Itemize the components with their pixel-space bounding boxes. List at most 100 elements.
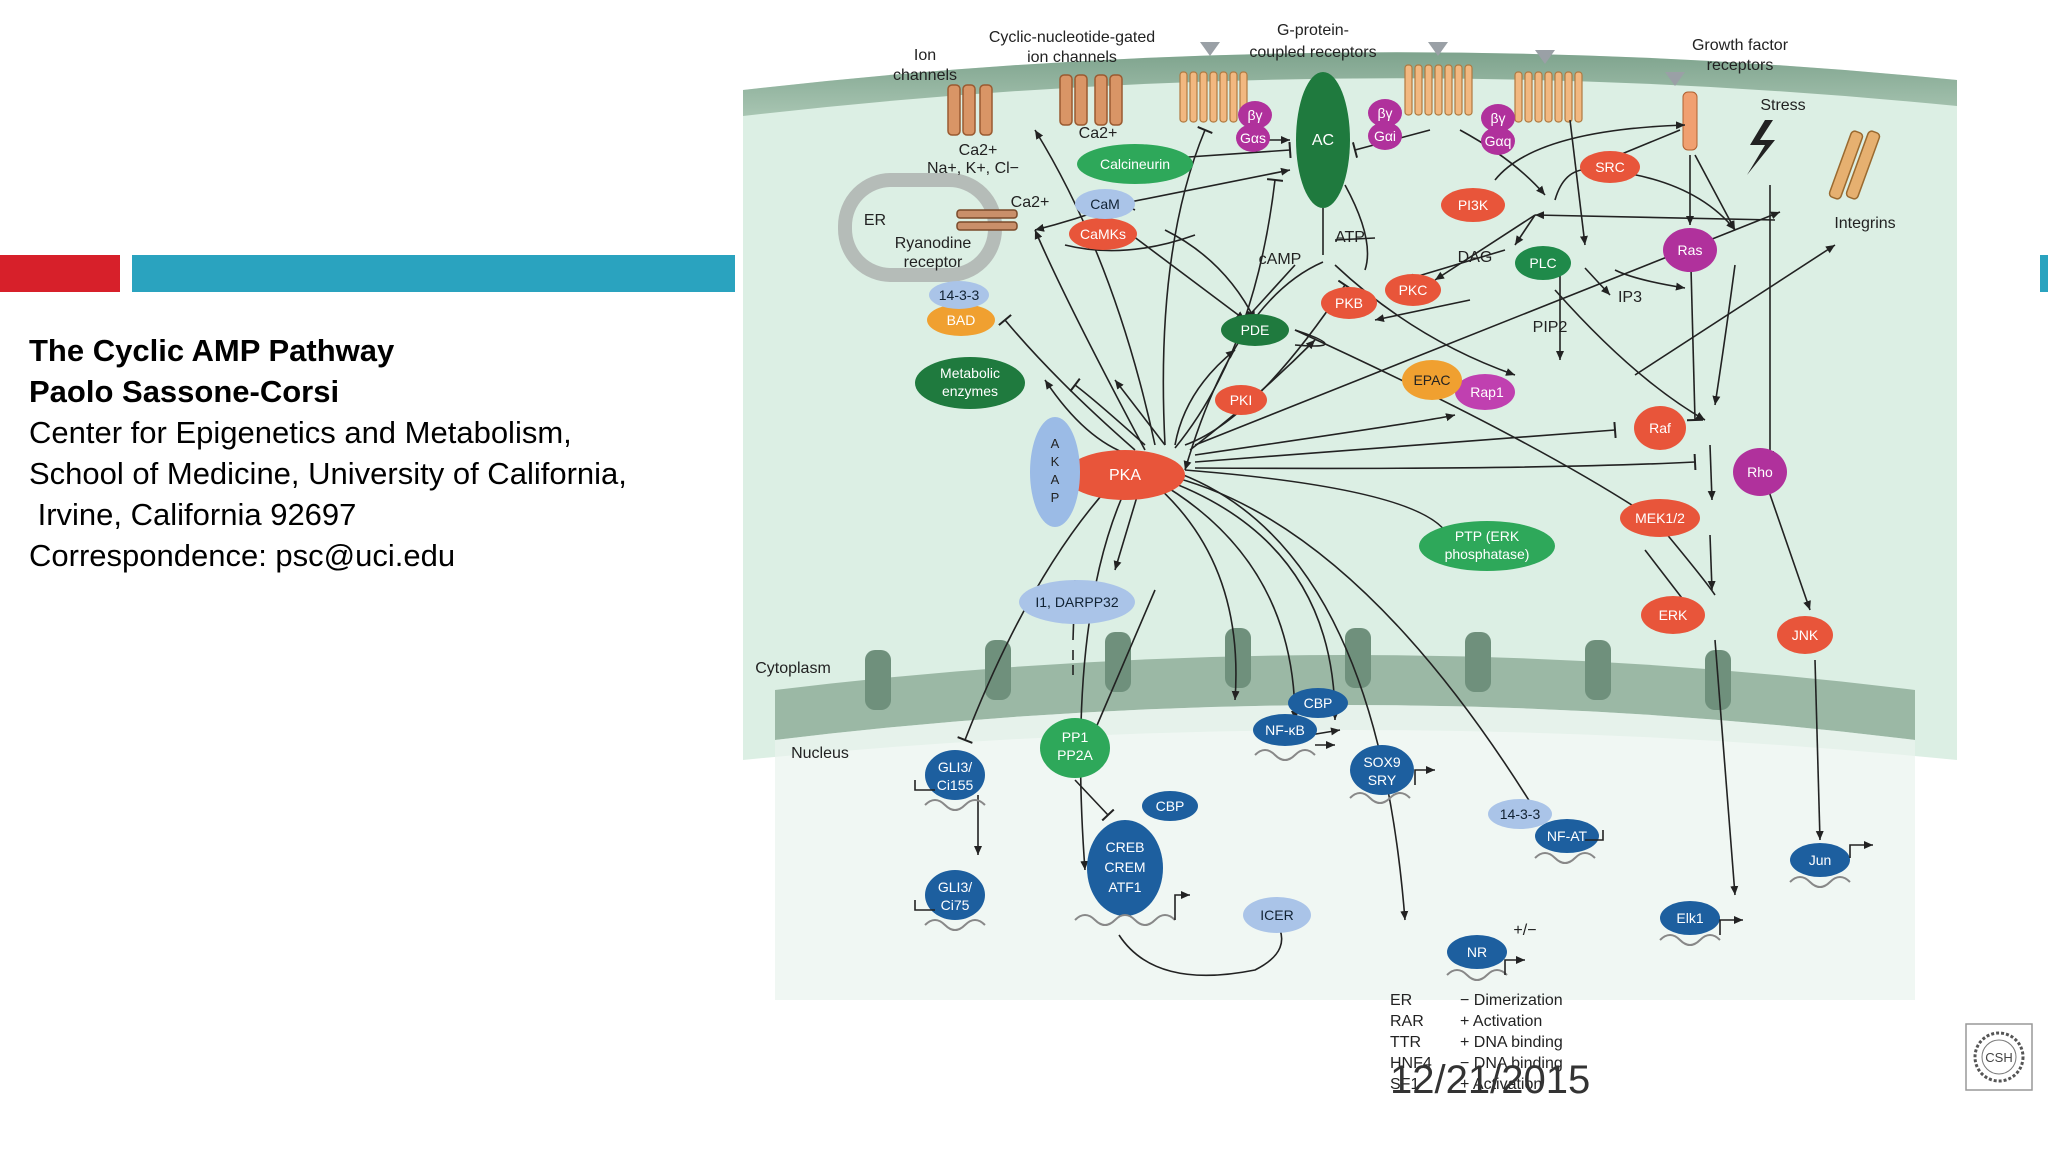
icer-label: ICER	[1260, 907, 1293, 923]
nfkb-label: NF-κB	[1265, 722, 1305, 738]
ga2-node	[1368, 122, 1402, 150]
raf-node	[1634, 406, 1686, 450]
pde-label: PDE	[1241, 322, 1270, 338]
akap-label-1: A	[1051, 436, 1060, 451]
camp-label: cAMP	[1259, 251, 1302, 268]
legend-left-3: TTR	[1390, 1034, 1421, 1051]
plc-label: PLC	[1529, 255, 1556, 271]
cng-label-1: Cyclic-nucleotide-gated	[989, 29, 1155, 46]
gpcr-label-1: G-protein-	[1277, 22, 1349, 39]
pi3k-label: PI3K	[1458, 197, 1489, 213]
pkc-label: PKC	[1399, 282, 1428, 298]
bg2-label: βγ	[1377, 105, 1392, 121]
gpcr-icon-1	[1179, 71, 1248, 123]
bad-label: BAD	[947, 312, 976, 328]
affiliation-line-1: Center for Epigenetics and Metabolism,	[29, 415, 572, 450]
epac-node	[1402, 360, 1462, 400]
integrin-icon	[1828, 130, 1881, 200]
creb-label-3: ATF1	[1108, 879, 1141, 895]
csh-logo-icon: CSH	[1965, 1023, 2033, 1091]
green-node-group	[915, 144, 1571, 778]
ryanodine-receptor-icon	[956, 209, 1018, 231]
stress-label: Stress	[1760, 97, 1805, 114]
sox9-node	[1350, 745, 1414, 795]
bg2-node	[1368, 99, 1402, 127]
ac-node	[1296, 72, 1350, 208]
legend-right-4: − DNA binding	[1460, 1055, 1563, 1072]
camp-pathway-diagram: βγ Gαs AC βγ Gαi βγ Gαq Calcineurin CaM …	[735, 20, 1965, 1120]
correspondence: Correspondence: psc@uci.edu	[29, 538, 456, 573]
akap-label-2: K	[1051, 454, 1060, 469]
pkb-label: PKB	[1335, 295, 1363, 311]
cytoplasm-label: Cytoplasm	[755, 660, 831, 677]
red-node-group	[1065, 151, 1833, 654]
cbp2-node	[1142, 791, 1198, 821]
rap1-label: Rap1	[1470, 384, 1504, 400]
ga3-node	[1481, 127, 1515, 155]
bg1-label: βγ	[1247, 107, 1262, 123]
rho-node	[1733, 448, 1787, 496]
plusminus-label: +/−	[1513, 922, 1536, 939]
mek-label: MEK1/2	[1635, 510, 1685, 526]
erk-node	[1641, 596, 1705, 634]
sox9-label-2: SRY	[1368, 772, 1397, 788]
gpcr-label-2: coupled receptors	[1249, 44, 1376, 61]
cytoplasm-region	[743, 52, 1957, 761]
ligand-triangles	[1200, 42, 1685, 86]
nr-node	[1447, 935, 1507, 969]
author-name: Paolo Sassone-Corsi	[29, 374, 340, 409]
pp1-label-1: PP1	[1062, 729, 1089, 745]
bg3-node	[1481, 104, 1515, 132]
bg1-node	[1238, 101, 1272, 129]
cam-label: CaM	[1090, 196, 1120, 212]
cam-node	[1075, 189, 1135, 219]
legend-right-3: + DNA binding	[1460, 1034, 1563, 1051]
ga1-label: Gαs	[1240, 130, 1266, 146]
affiliation-line-3: Irvine, California 92697	[29, 497, 357, 532]
erk-label: ERK	[1659, 607, 1688, 623]
creb-label-2: CREM	[1104, 859, 1145, 875]
camks-label: CaMKs	[1080, 226, 1126, 242]
nucleus-region	[775, 705, 1915, 1000]
ions-label-2: Na+, K+, Cl−	[927, 160, 1019, 177]
gli75-node	[925, 870, 985, 920]
n1433a-node	[929, 281, 989, 309]
epac-label: EPAC	[1413, 372, 1450, 388]
ca-label-3: Ca2+	[1011, 194, 1050, 211]
pki-node	[1215, 385, 1267, 415]
metabolic-label-2: enzymes	[942, 383, 998, 399]
calcineurin-label: Calcineurin	[1100, 156, 1170, 172]
metabolic-node	[915, 357, 1025, 409]
gene-bent-arrows	[914, 741, 1873, 975]
ga2-label: Gαi	[1374, 128, 1396, 144]
legend-left-1: ER	[1390, 992, 1412, 1009]
pka-node	[1065, 450, 1185, 500]
elk1-node	[1660, 901, 1720, 935]
sox9-label-1: SOX9	[1363, 754, 1401, 770]
red-accent-bar	[0, 255, 120, 292]
ca-label-2: Ca2+	[1079, 125, 1118, 142]
growth-factor-receptor-icon	[1682, 91, 1698, 151]
ions-label-1: Ca2+	[959, 142, 998, 159]
ptp-label-1: PTP (ERK	[1455, 528, 1520, 544]
gpcr-icon-2	[1404, 64, 1473, 116]
rho-label: Rho	[1747, 464, 1773, 480]
purple-node-group	[1236, 99, 1787, 496]
nfkb-node	[1253, 714, 1317, 746]
src-node	[1580, 151, 1640, 183]
nfat-node	[1535, 819, 1599, 853]
lightblue-node-group	[929, 189, 1552, 933]
gpcr-icon-3	[1514, 71, 1583, 123]
slide-info: The Cyclic AMP Pathway Paolo Sassone-Cor…	[29, 330, 729, 576]
nuclear-pores	[865, 628, 1731, 710]
pde-node	[1221, 314, 1289, 346]
ras-label: Ras	[1678, 242, 1703, 258]
legend-left-5: SF1	[1390, 1076, 1419, 1093]
raf-label: Raf	[1649, 420, 1671, 436]
ac-label: AC	[1312, 132, 1334, 149]
cng-channel-icon	[1059, 74, 1123, 126]
growth-factor-label-2: receptors	[1707, 57, 1774, 74]
akap-label-3: A	[1051, 472, 1060, 487]
ptp-node	[1419, 521, 1555, 571]
ion-channels-label-1: Ion	[914, 47, 936, 64]
